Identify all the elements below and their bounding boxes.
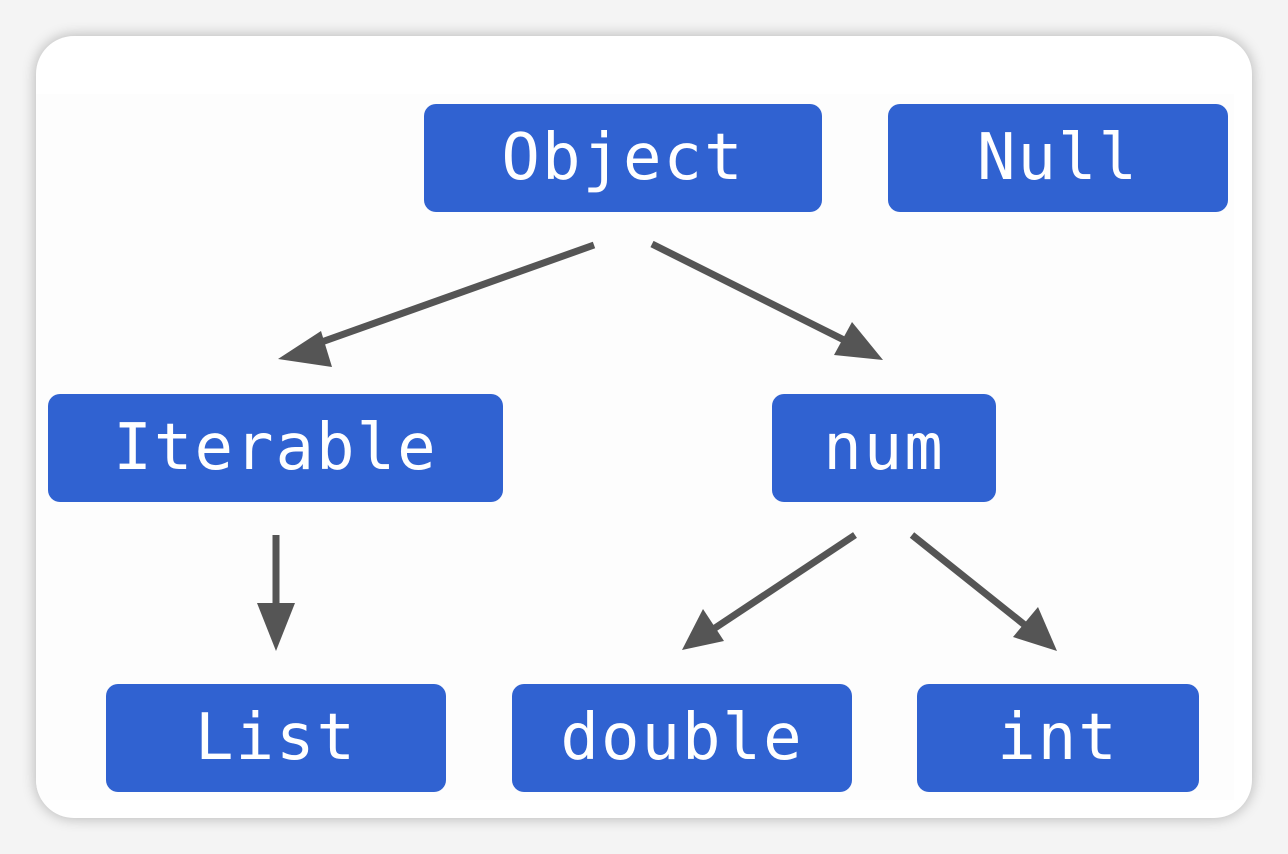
node-list: List	[106, 684, 446, 792]
node-null: Null	[888, 104, 1228, 212]
node-object: Object	[424, 104, 822, 212]
node-double: double	[512, 684, 852, 792]
node-int: int	[917, 684, 1199, 792]
node-iterable: Iterable	[48, 394, 503, 502]
node-num: num	[772, 394, 996, 502]
